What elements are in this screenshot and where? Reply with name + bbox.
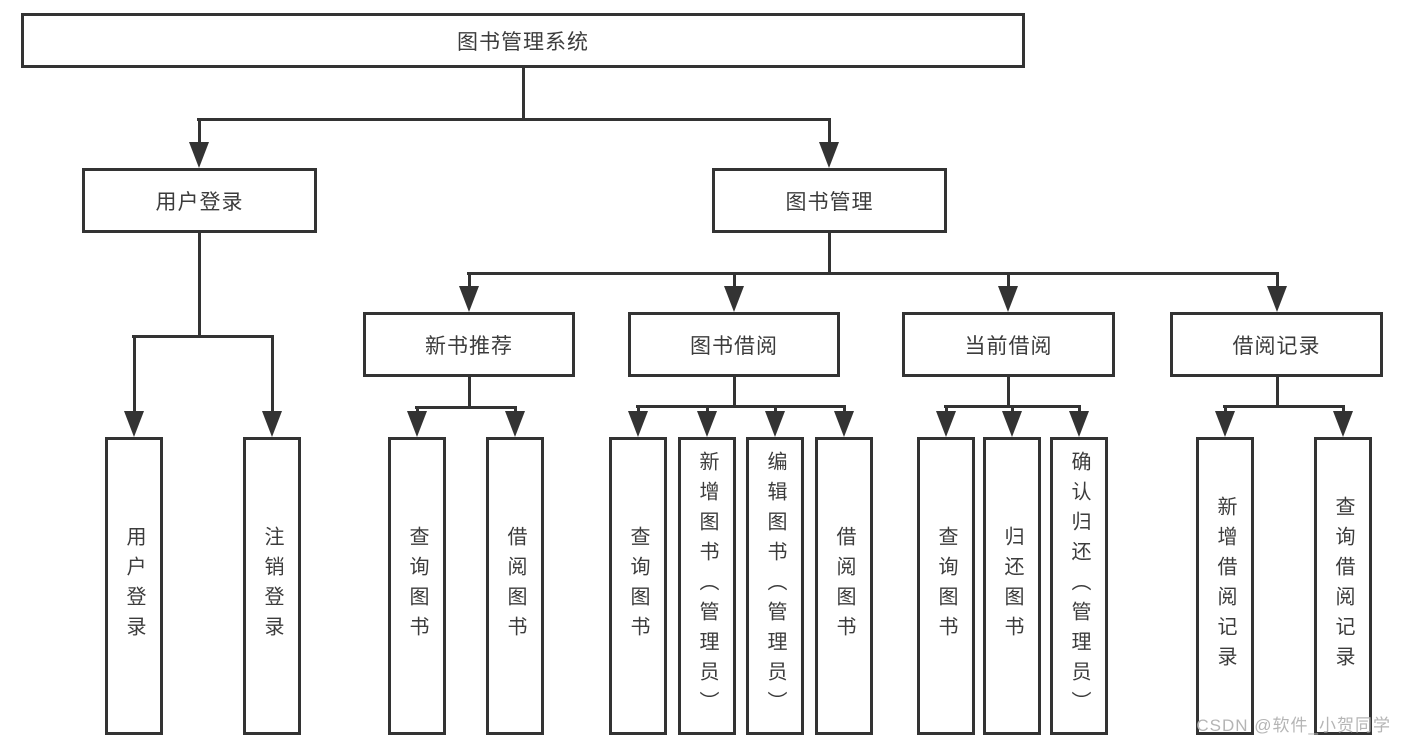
connector-line: [467, 273, 471, 292]
leaf-query-books-borrowing: 查询图书: [609, 437, 667, 735]
leaf-return-books: 归还图书: [983, 437, 1041, 735]
leaf-add-book-admin: 新增图书（管理员）: [678, 437, 736, 735]
node-label: 确认归还（管理员）: [1068, 451, 1090, 721]
node-label: 归还图书: [1001, 526, 1023, 646]
connector-line: [1223, 404, 1345, 408]
leaf-add-borrow-record: 新增借阅记录: [1196, 437, 1254, 735]
node-label: 新增借阅记录: [1214, 496, 1236, 676]
leaf-logout: 注销登录: [243, 437, 301, 735]
arrowhead: [819, 142, 839, 168]
arrowhead: [407, 411, 427, 437]
node-label: 新增图书（管理员）: [696, 451, 718, 721]
node-label: 新书推荐: [425, 334, 513, 358]
connector-line: [636, 404, 846, 408]
node-label: 查询图书: [935, 526, 957, 646]
arrowhead: [936, 411, 956, 437]
arrowhead: [998, 286, 1018, 312]
arrowhead: [1333, 411, 1353, 437]
node-label: 用户登录: [155, 190, 244, 214]
node-label: 当前借阅: [964, 334, 1053, 358]
arrowhead: [124, 411, 144, 437]
connector-line: [197, 233, 201, 338]
arrowhead: [459, 286, 479, 312]
connector-line: [197, 119, 201, 148]
node-label: 借阅图书: [504, 526, 526, 646]
arrowhead: [834, 411, 854, 437]
node-label: 借阅图书: [833, 526, 855, 646]
leaf-query-books-current: 查询图书: [917, 437, 975, 735]
connector-line: [415, 405, 517, 409]
connector-line: [132, 336, 136, 417]
node-label: 编辑图书（管理员）: [764, 451, 786, 721]
arrowhead: [262, 411, 282, 437]
node-root: 图书管理系统: [21, 13, 1025, 68]
leaf-confirm-return-admin: 确认归还（管理员）: [1050, 437, 1108, 735]
node-label: 借阅记录: [1232, 334, 1321, 358]
watermark-text: CSDN @软件_小贺同学: [1196, 716, 1391, 735]
node-new-book-recommendation: 新书推荐: [363, 312, 575, 377]
arrowhead: [505, 411, 525, 437]
connector-line: [270, 336, 274, 417]
arrowhead: [724, 286, 744, 312]
arrowhead: [1267, 286, 1287, 312]
node-label: 查询借阅记录: [1332, 496, 1354, 676]
connector-line: [1006, 273, 1010, 292]
node-label: 用户登录: [123, 526, 145, 646]
connector-line: [827, 233, 831, 275]
arrowhead: [697, 411, 717, 437]
leaf-user-login: 用户登录: [105, 437, 163, 735]
connector-line: [827, 119, 831, 148]
arrowhead: [765, 411, 785, 437]
connector-line: [732, 273, 736, 292]
connector-line: [1275, 377, 1279, 408]
connector-line: [944, 404, 1081, 408]
connector-line: [1006, 377, 1010, 408]
arrowhead: [1069, 411, 1089, 437]
node-user-login: 用户登录: [82, 168, 317, 233]
connector-line: [467, 377, 471, 409]
node-label: 图书管理: [785, 190, 874, 214]
leaf-borrow-books-recommend: 借阅图书: [486, 437, 544, 735]
node-borrowing-records: 借阅记录: [1170, 312, 1383, 377]
connector-line: [197, 117, 831, 121]
node-book-management: 图书管理: [712, 168, 947, 233]
leaf-query-books-recommend: 查询图书: [388, 437, 446, 735]
connector-line: [1275, 273, 1279, 292]
node-label: 图书借阅: [690, 334, 778, 358]
leaf-edit-book-admin: 编辑图书（管理员）: [746, 437, 804, 735]
connector-line: [732, 377, 736, 408]
leaf-borrow-books-borrowing: 借阅图书: [815, 437, 873, 735]
arrowhead: [1002, 411, 1022, 437]
connector-line: [467, 271, 1279, 275]
node-label: 图书管理系统: [457, 30, 589, 54]
node-label: 查询图书: [627, 526, 649, 646]
connector-line: [132, 334, 274, 338]
node-current-borrowing: 当前借阅: [902, 312, 1115, 377]
node-label: 查询图书: [406, 526, 428, 646]
leaf-query-borrow-record: 查询借阅记录: [1314, 437, 1372, 735]
node-book-borrowing: 图书借阅: [628, 312, 840, 377]
arrowhead: [1215, 411, 1235, 437]
node-label: 注销登录: [261, 526, 283, 646]
connector-line: [521, 66, 525, 121]
arrowhead: [189, 142, 209, 168]
arrowhead: [628, 411, 648, 437]
